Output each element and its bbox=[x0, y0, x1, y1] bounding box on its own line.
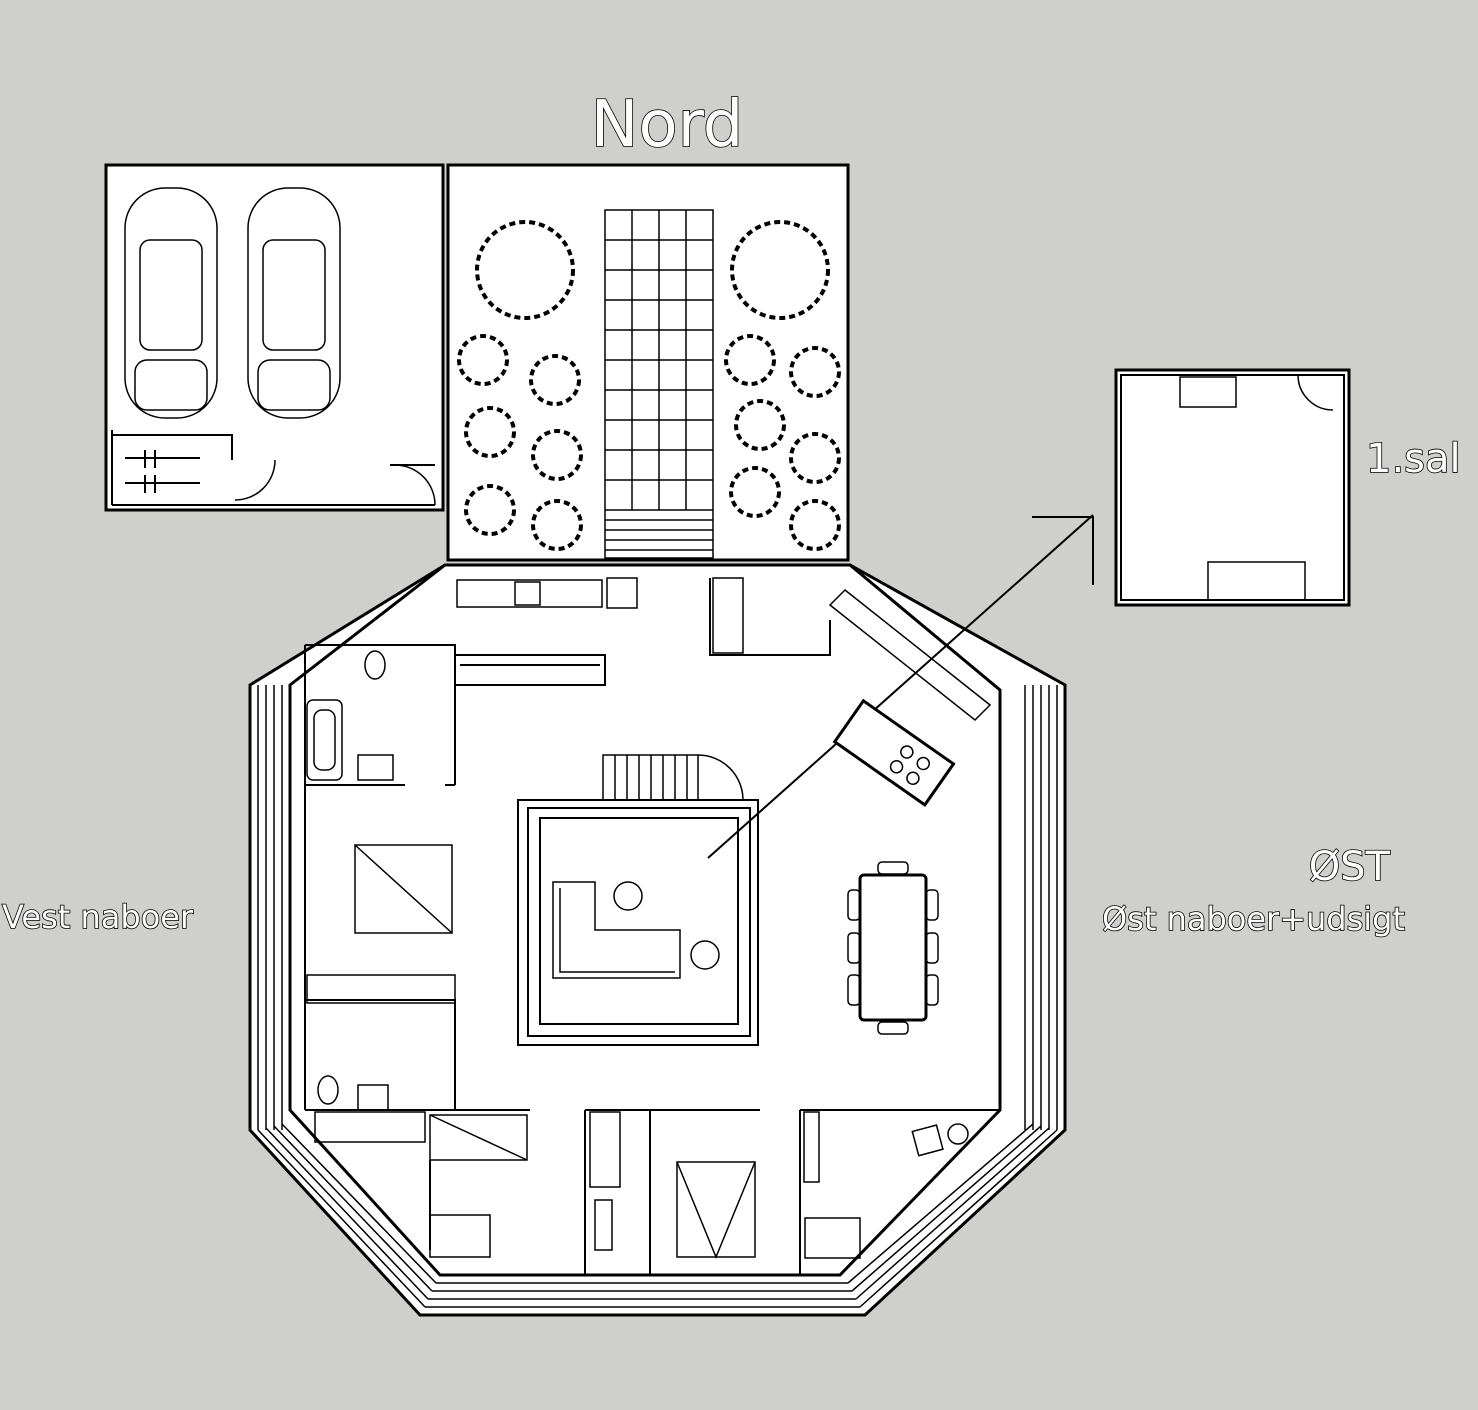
kitchen-counter bbox=[456, 577, 992, 722]
wardrobe bbox=[306, 974, 820, 1188]
north-label: Nord bbox=[591, 88, 744, 162]
east-label: ØST bbox=[1309, 844, 1391, 890]
deck bbox=[257, 685, 1058, 1308]
courtyard bbox=[446, 163, 850, 562]
interior-walls bbox=[304, 578, 1000, 1275]
west-neighbors-label: Vest naboer bbox=[2, 898, 194, 936]
first-floor-plan bbox=[1114, 368, 1351, 607]
kitchen-island bbox=[832, 698, 956, 807]
east-neighbors-label: Øst naboer+udsigt bbox=[1102, 900, 1405, 938]
car-icon bbox=[247, 187, 341, 419]
desk bbox=[429, 1123, 969, 1259]
pathway bbox=[604, 209, 714, 559]
house bbox=[248, 514, 1094, 1317]
bathroom-fixtures bbox=[306, 650, 394, 1111]
first-floor-label: 1.sal bbox=[1366, 436, 1461, 482]
bike-icon bbox=[125, 450, 200, 493]
dining-table bbox=[847, 861, 939, 1035]
tree-icon bbox=[457, 220, 841, 551]
atrium bbox=[517, 514, 1094, 1046]
car-icon bbox=[124, 187, 218, 419]
garage bbox=[104, 163, 445, 512]
bed bbox=[354, 844, 756, 1259]
